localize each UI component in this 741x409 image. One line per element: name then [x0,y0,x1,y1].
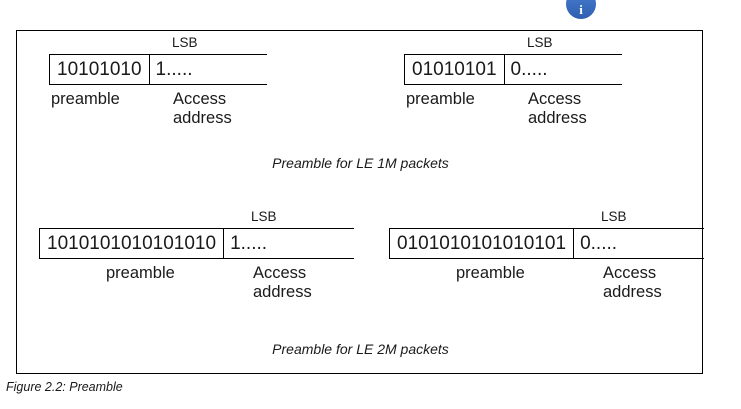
lsb-label: LSB [251,209,277,224]
preamble-label: preamble [456,264,525,282]
info-badge[interactable]: i [566,0,596,19]
lsb-label: LSB [601,209,627,224]
bit-row: 1010101010101010 1..... [39,228,354,259]
packet-diagram-le-1m-left: LSB 10101010 1..... preamble Access addr… [32,35,332,145]
access-address-label-line2: address [528,109,587,127]
access-address-label-line1: Access [603,264,657,282]
packet-diagram-le-2m-left: LSB 1010101010101010 1..... preamble Acc… [22,209,362,329]
preamble-bits: 0101010101010101 [389,229,575,258]
preamble-bits: 10101010 [49,55,150,84]
figure-caption: Figure 2.2: Preamble [6,380,123,394]
access-address-value: 1..... [155,59,193,80]
access-address-label-line2: address [253,283,312,301]
section-caption-le-1m: Preamble for LE 1M packets [272,155,449,171]
info-badge-glyph: i [579,2,583,17]
bit-row: 01010101 0..... [404,54,622,85]
access-address-label-line1: Access [173,90,227,108]
lsb-label: LSB [172,35,198,50]
packet-diagram-le-2m-right: LSB 0101010101010101 0..... preamble Acc… [372,209,712,329]
preamble-label: preamble [51,90,120,108]
preamble-label: preamble [406,90,475,108]
preamble-label: preamble [106,264,175,282]
packet-diagram-le-1m-right: LSB 01010101 0..... preamble Access addr… [387,35,687,145]
section-caption-le-2m: Preamble for LE 2M packets [272,341,449,357]
access-address-value: 0..... [580,233,618,254]
access-address-label: Access address [528,90,587,128]
access-address-label-line2: address [603,283,662,301]
access-address-value: 0..... [510,59,548,80]
preamble-bits: 01010101 [404,55,505,84]
access-address-label-line2: address [173,109,232,127]
preamble-bits: 1010101010101010 [39,229,225,258]
access-address-label-line1: Access [528,90,582,108]
access-address-value: 1..... [230,233,268,254]
bit-row: 10101010 1..... [49,54,267,85]
figure-frame: LSB 10101010 1..... preamble Access addr… [16,30,704,374]
bit-row: 0101010101010101 0..... [389,228,704,259]
access-address-label-line1: Access [253,264,307,282]
access-address-label: Access address [253,264,312,302]
access-address-label: Access address [603,264,662,302]
lsb-label: LSB [527,35,553,50]
access-address-label: Access address [173,90,232,128]
